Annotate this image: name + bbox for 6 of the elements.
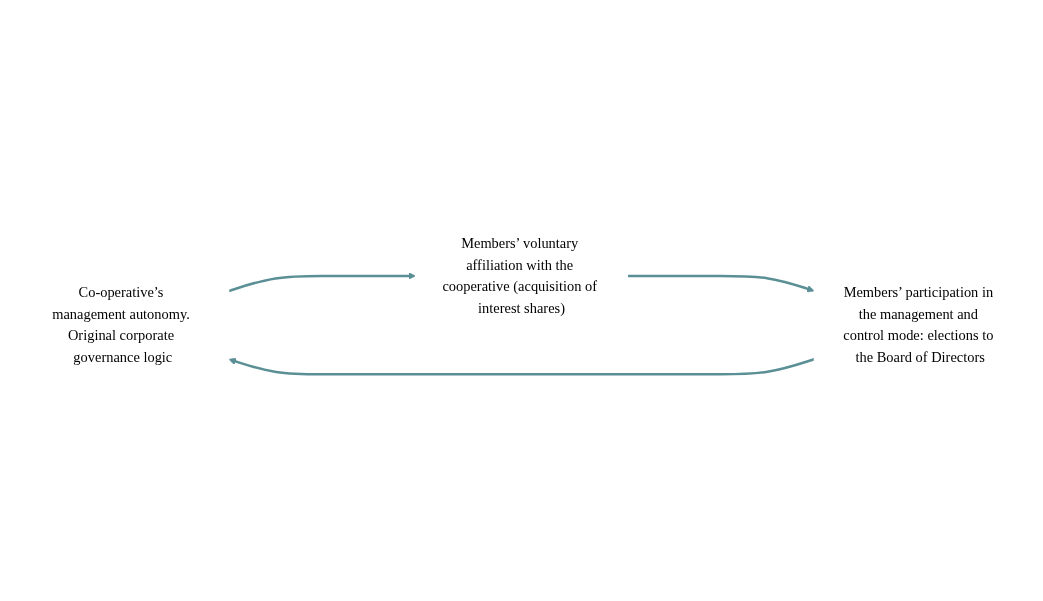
node-text: Co-operative’s management autonomy. Original corporate governance logic	[52, 284, 190, 366]
arrow	[228, 272, 416, 293]
arrow	[228, 357, 815, 376]
node-text: Members’ participation in the management and control mode: elections to the Board of Directors	[843, 284, 994, 366]
arrow	[627, 274, 815, 293]
node-text: Members’ voluntary affiliation with the cooperative (acquisition of interest shares)	[442, 235, 597, 317]
